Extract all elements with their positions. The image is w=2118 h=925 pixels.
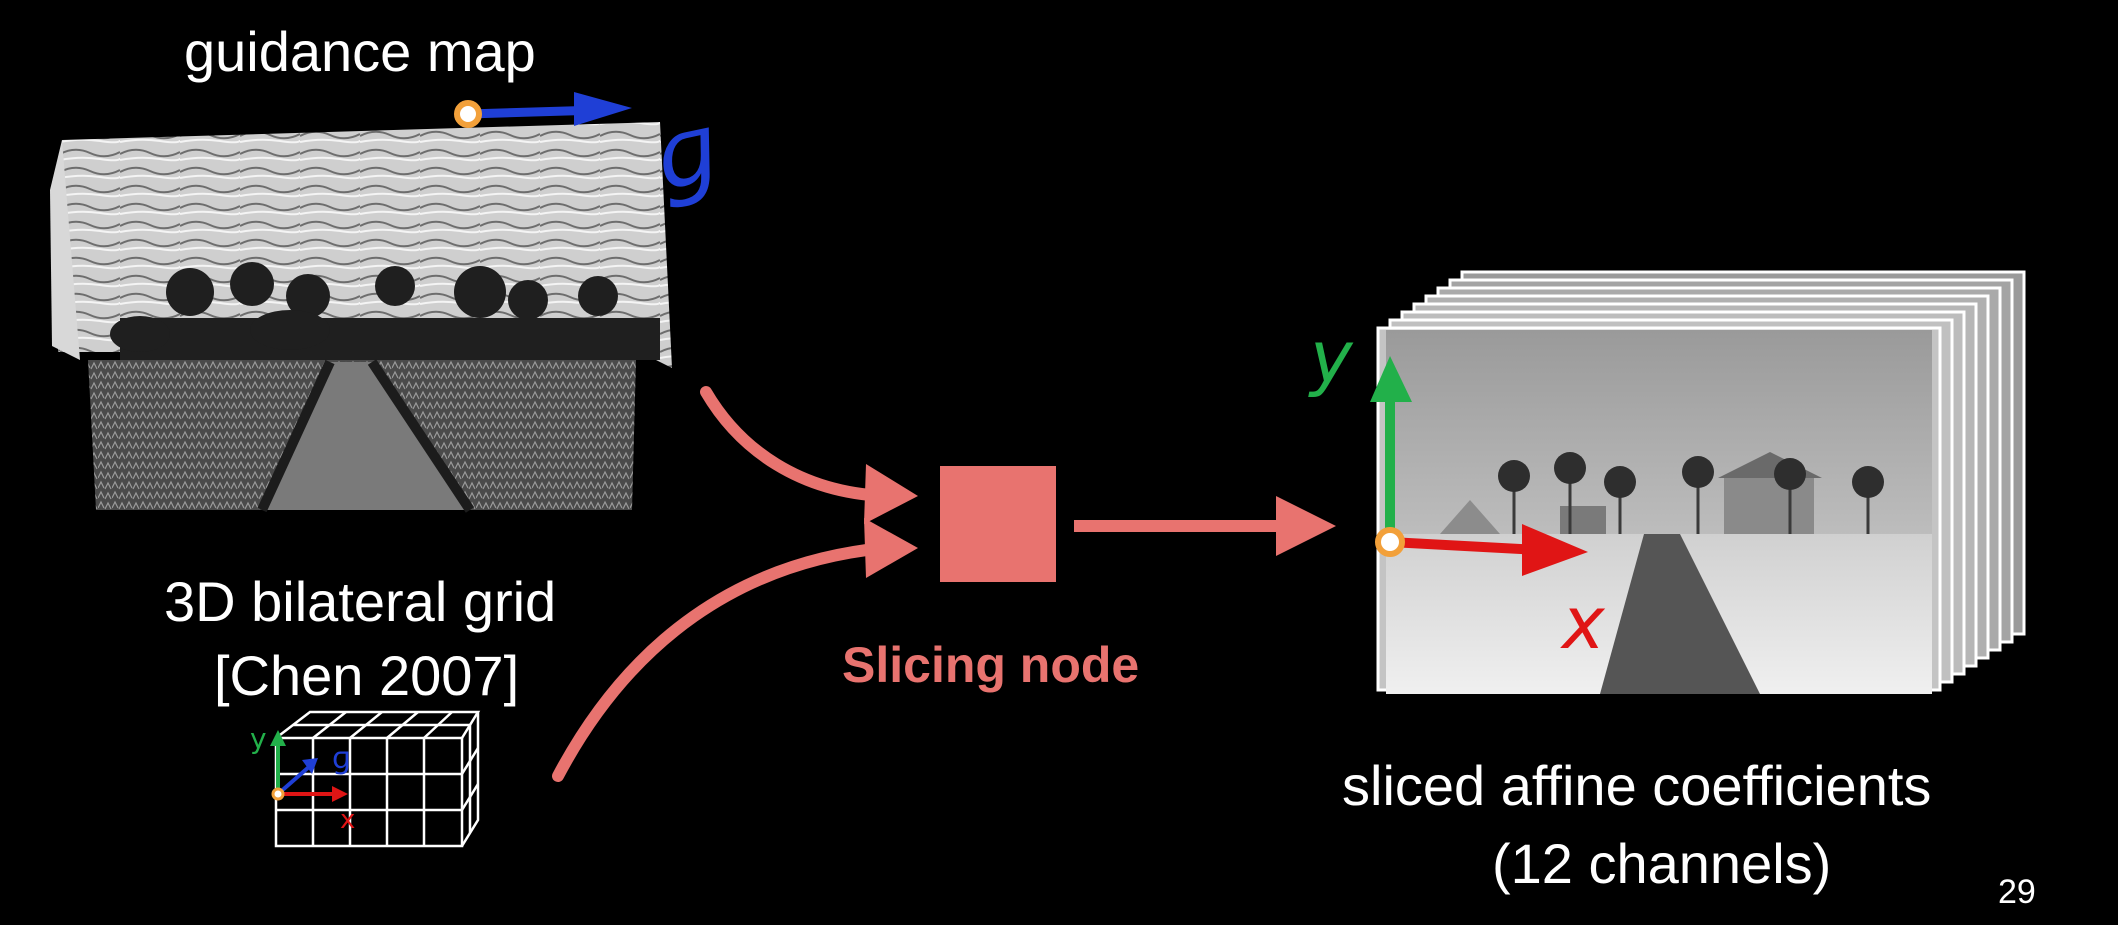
slicing-node-label: Slicing node: [842, 637, 1140, 693]
guidance-origin-dot: [454, 100, 482, 128]
grid-axis-z-glyph: ɡ: [332, 741, 351, 776]
guidance-map-title: guidance map: [184, 20, 536, 83]
bilateral-grid-citation: [Chen 2007]: [214, 644, 520, 707]
grid-axes: [270, 730, 348, 802]
grid-axis-x-glyph: x: [340, 805, 355, 835]
grid-axis-y-glyph: y: [250, 722, 267, 755]
input-arrow-guidance: [700, 386, 918, 524]
output-origin-dot: [1375, 527, 1405, 557]
bilateral-grid-title: 3D bilateral grid: [164, 570, 557, 633]
bilateral-grid-sketch: [274, 710, 481, 848]
output-sublabel: (12 channels): [1492, 832, 1832, 895]
output-axis-y-glyph: y: [1308, 315, 1354, 399]
page-number: 29: [1998, 873, 2036, 911]
input-arrow-grid: [552, 518, 918, 782]
guidance-map-image: [50, 122, 672, 513]
guidance-axis-arrow: [454, 92, 632, 128]
output-axis-x-glyph: x: [1560, 581, 1606, 665]
output-axes: [1370, 356, 1588, 576]
output-label: sliced affine coefficients: [1342, 754, 1932, 817]
slicing-node: [940, 466, 1056, 582]
output-arrow: [1074, 496, 1336, 556]
output-front-image: [1386, 330, 1932, 694]
